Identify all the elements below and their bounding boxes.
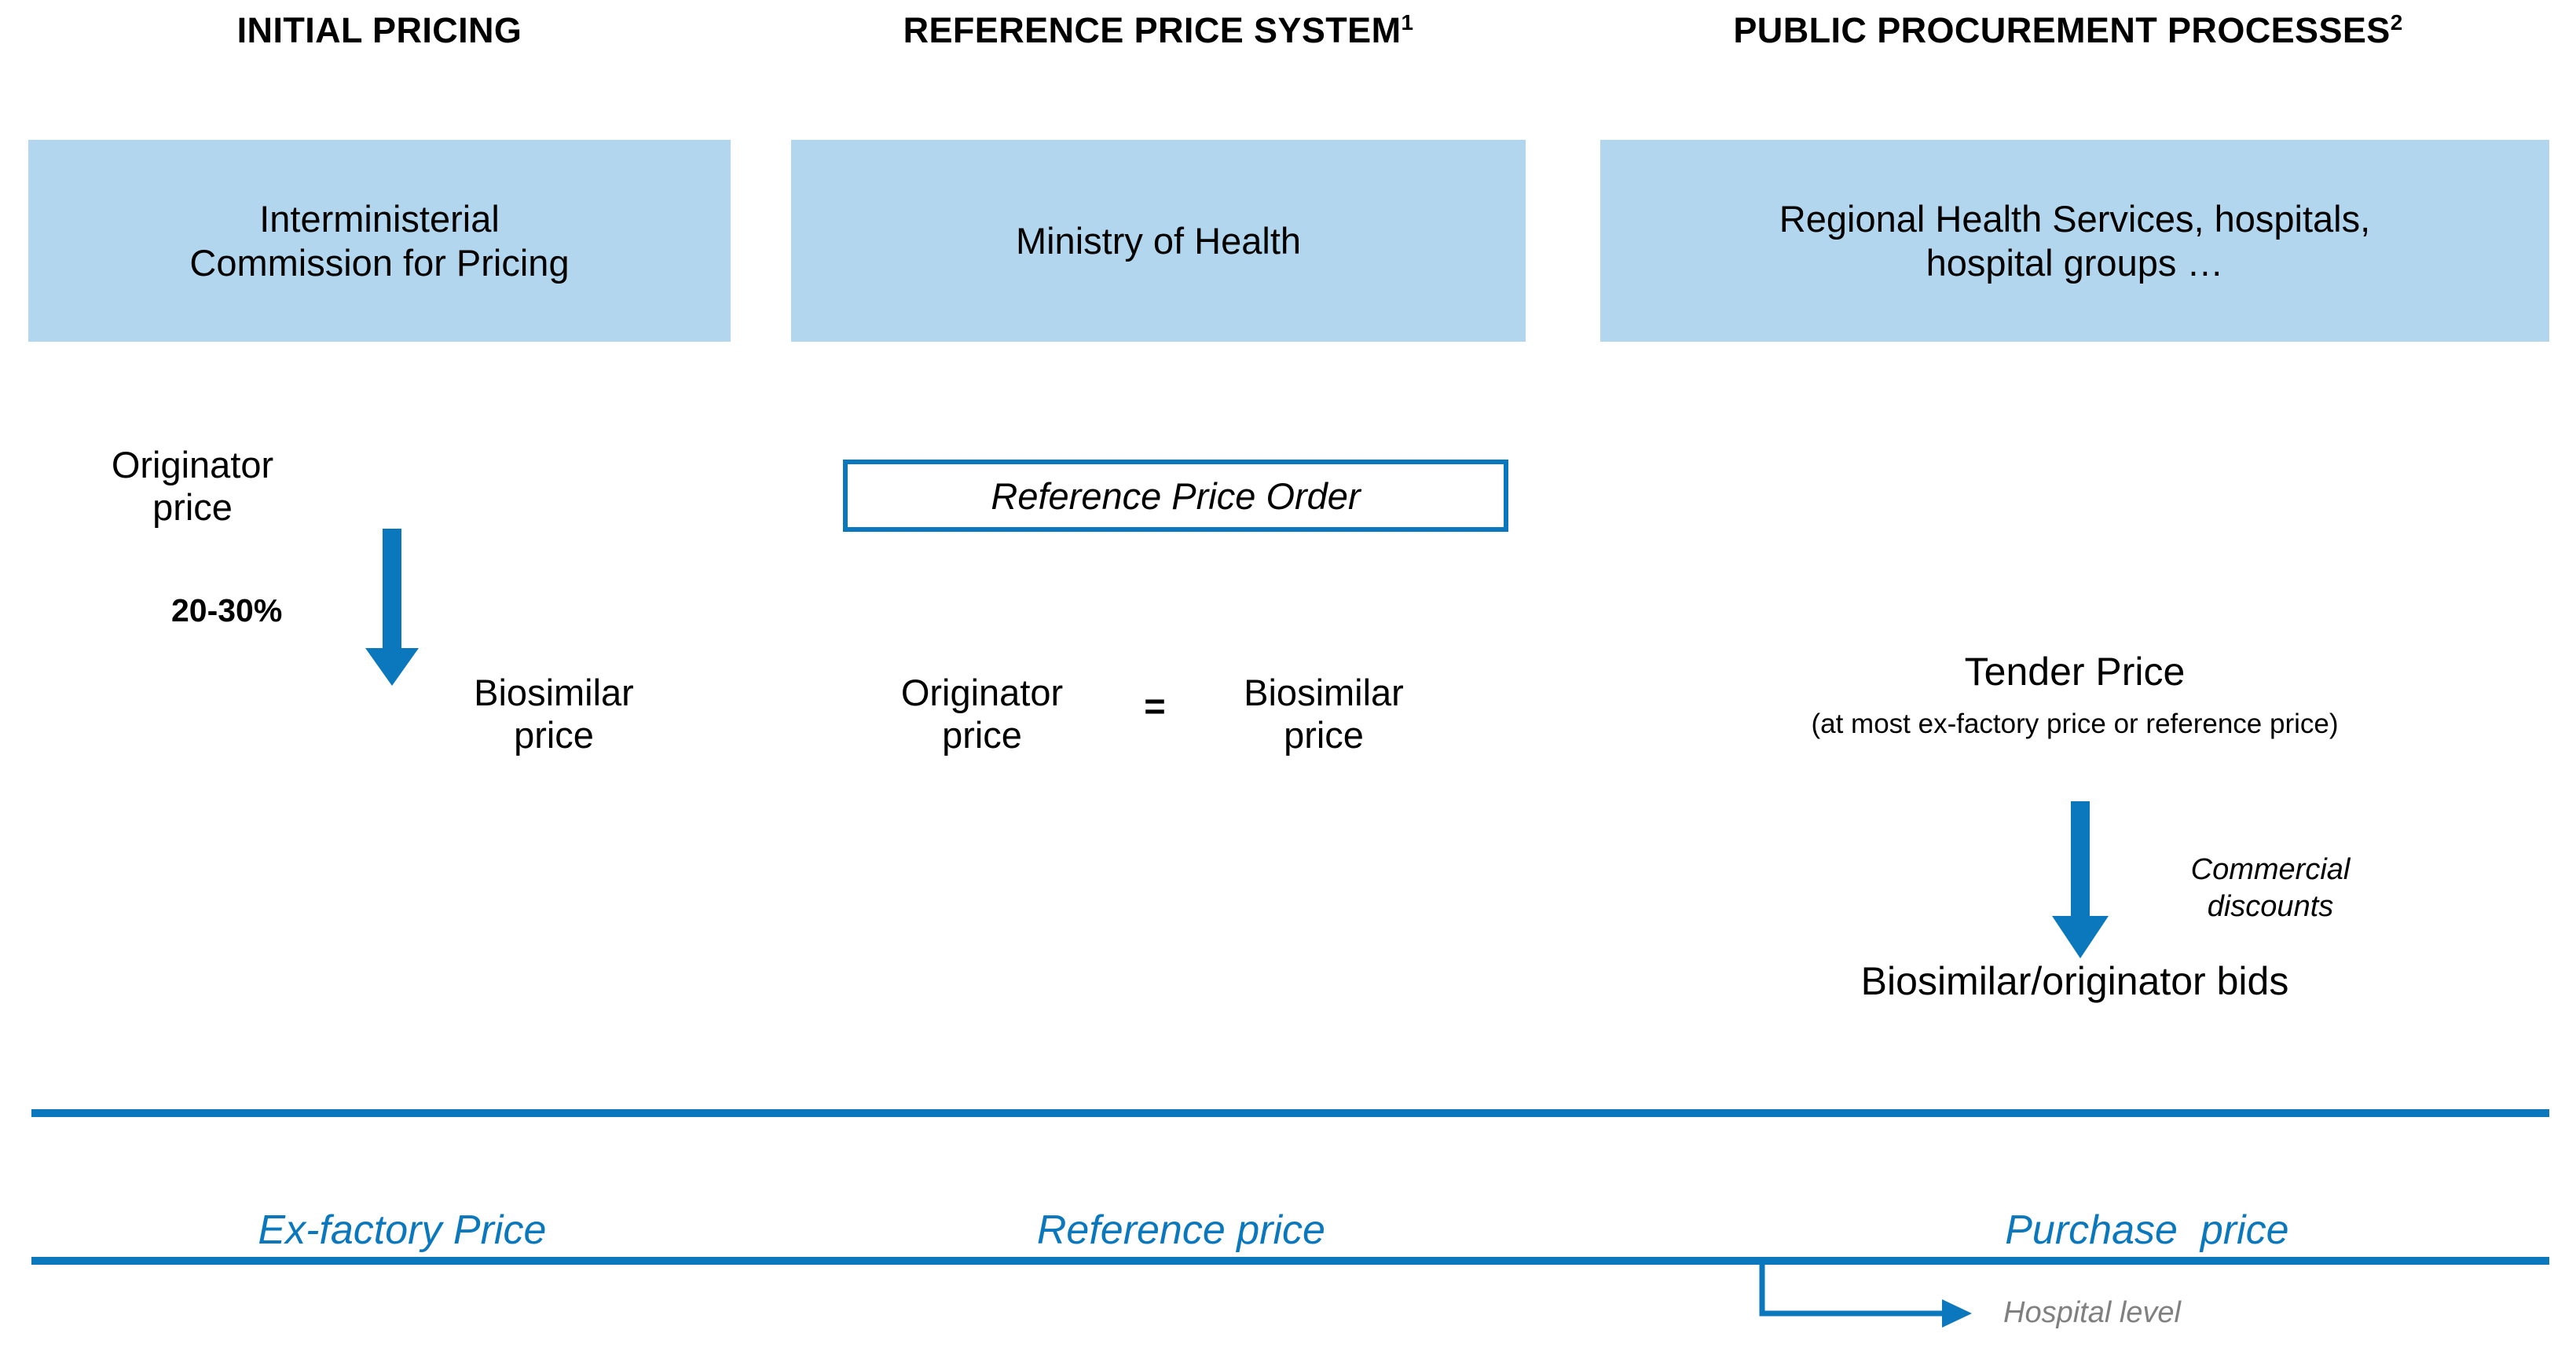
band-label-purchase-price: Purchase price bbox=[1650, 1169, 2576, 1291]
originator-price-label-col2: Originator price bbox=[852, 628, 1112, 757]
column-header-superscript: 1 bbox=[1401, 10, 1414, 35]
column-header-superscript: 2 bbox=[2390, 10, 2403, 35]
elbow-arrow-icon bbox=[1758, 1260, 1986, 1331]
band-top-rule bbox=[31, 1109, 2549, 1117]
column-header-text: PUBLIC PROCUREMENT PROCESSES bbox=[1733, 10, 2391, 50]
biosimilar-originator-bids-text: Biosimilar/originator bids bbox=[1860, 959, 2289, 1003]
band-bottom-rule bbox=[31, 1257, 2549, 1265]
hospital-level-label: Hospital level bbox=[2003, 1298, 2181, 1328]
equals-sign: = bbox=[1123, 687, 1186, 724]
biosimilar-price-text: Biosimilar price bbox=[474, 671, 634, 756]
reference-price-order-box: Reference Price Order bbox=[843, 460, 1508, 532]
tender-price-title-text: Tender Price bbox=[1964, 650, 2186, 694]
hospital-level-text: Hospital level bbox=[2003, 1296, 2181, 1329]
originator-price-text: Originator price bbox=[900, 671, 1064, 756]
down-arrow-icon bbox=[357, 529, 436, 686]
biosimilar-price-label-col2: Biosimilar price bbox=[1178, 628, 1469, 757]
column-header-public-procurement-processes: PUBLIC PROCUREMENT PROCESSES2 bbox=[1587, 10, 2549, 50]
actor-box-ministry-of-health: Ministry of Health bbox=[791, 140, 1526, 342]
tender-price-note: (at most ex-factory price or reference p… bbox=[1600, 709, 2549, 740]
band-label-text: Purchase price bbox=[2005, 1207, 2289, 1253]
actor-box-label: Regional Health Services, hospitals, hos… bbox=[1779, 198, 2371, 284]
actor-box-label: Ministry of Health bbox=[1015, 219, 1302, 262]
equals-sign-text: = bbox=[1144, 685, 1166, 727]
biosimilar-originator-bids-label: Biosimilar/originator bids bbox=[1600, 960, 2549, 1003]
originator-price-text: Originator price bbox=[111, 443, 274, 529]
originator-price-label-col1: Originator price bbox=[63, 401, 322, 529]
biosimilar-price-label-col1: Biosimilar price bbox=[424, 628, 683, 757]
commercial-discounts-text: Commercial discounts bbox=[2190, 853, 2351, 923]
actor-box-label: Interministerial Commission for Pricing bbox=[189, 198, 570, 284]
biosimilar-price-text: Biosimilar price bbox=[1244, 671, 1404, 756]
band-label-text: Ex-factory Price bbox=[258, 1207, 547, 1253]
down-arrow-icon bbox=[2041, 801, 2127, 958]
reference-price-order-label: Reference Price Order bbox=[991, 474, 1361, 517]
actor-box-interministerial-commission: Interministerial Commission for Pricing bbox=[28, 140, 731, 342]
discount-percentage-label: 20-30% bbox=[171, 595, 282, 627]
column-header-text: REFERENCE PRICE SYSTEM bbox=[903, 10, 1402, 50]
discount-percentage-text: 20-30% bbox=[171, 592, 283, 628]
band-label-ex-factory-price: Ex-factory Price bbox=[28, 1169, 731, 1291]
commercial-discounts-note: Commercial discounts bbox=[2137, 815, 2404, 925]
tender-price-note-text: (at most ex-factory price or reference p… bbox=[1811, 709, 2339, 739]
band-label-reference-price: Reference price bbox=[791, 1169, 1526, 1291]
column-header-initial-pricing: INITIAL PRICING bbox=[28, 13, 731, 48]
actor-box-regional-health-services: Regional Health Services, hospitals, hos… bbox=[1600, 140, 2549, 342]
band-label-text: Reference price bbox=[1036, 1207, 1325, 1253]
tender-price-title: Tender Price bbox=[1600, 650, 2549, 694]
column-header-text: INITIAL PRICING bbox=[236, 10, 522, 50]
column-header-reference-price-system: REFERENCE PRICE SYSTEM1 bbox=[791, 10, 1526, 50]
